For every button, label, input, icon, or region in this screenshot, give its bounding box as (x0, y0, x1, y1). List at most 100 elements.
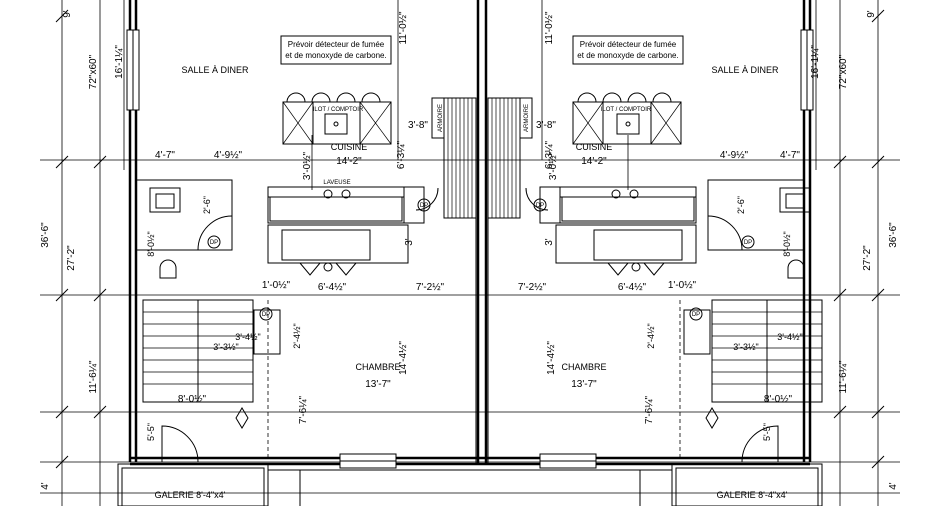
right-kitchen-label: CUISINE (576, 142, 613, 152)
right-dimension-labels: 9' 72"x60" 16'-1¼" 36'-6" 27'-2" 11'-6¼"… (518, 10, 899, 500)
left-diamond-mark (235, 407, 249, 429)
right-entry-door-swing (741, 425, 779, 463)
left-lower-depth: 11'-6¼" (87, 360, 99, 394)
right-lower-depth: 11'-6¼" (837, 360, 849, 394)
right-door-tag-2: DP (692, 312, 700, 318)
right-dining-depth: 16'-1¼" (809, 45, 821, 79)
right-unit: Prévoir détecteur de fumée et de monoxyd… (487, 10, 899, 500)
right-smoke-detector-note-box (572, 35, 684, 65)
left-dimension-labels: 9' 72"x60" 16'-1¼" 36'-6" 27'-2" 11'-6¼"… (40, 10, 445, 500)
left-bedroom-depth: 14'-4½" (398, 341, 409, 375)
right-dining-label: SALLE À DINER (711, 65, 779, 75)
right-bath-height: 8'-0½" (782, 231, 792, 256)
left-island: ILOT / COMPTOIR (282, 92, 392, 145)
left-bedroom-lower: 7'-6¼" (297, 395, 309, 424)
left-bath-right: 4'-9½" (214, 150, 243, 161)
right-closets (555, 224, 697, 276)
right-kitchen-width: 14'-2" (581, 156, 607, 167)
right-top-margin: 9' (866, 10, 877, 18)
left-dining-depth: 16'-1¼" (113, 45, 125, 79)
left-entry-door-swing (161, 425, 199, 463)
left-porch-depth: 4' (40, 482, 51, 490)
left-kitchen-width: 14'-2" (336, 156, 362, 167)
right-kitchen-counter (539, 186, 697, 224)
left-window-width: 72"x60" (88, 54, 99, 89)
right-bedroom-side: 2'-4½" (646, 323, 656, 348)
right-counter-gap: 3'-8" (536, 120, 556, 131)
left-entry-width: 8'-0½" (178, 394, 207, 405)
right-door-tags: DP DP DP (525, 187, 755, 321)
left-door-tag-1: DP (210, 240, 218, 246)
left-overall-depth: 36'-6" (40, 222, 51, 248)
left-island-label: ILOT / COMPTOIR (313, 107, 364, 113)
right-cabinet-label: ARMOIRE (524, 104, 530, 132)
dimension-grid (40, 0, 900, 506)
right-door-tag-1: DP (744, 240, 752, 246)
right-porch-label: GALERIE 8'-4"x4' (717, 490, 788, 500)
left-door-tag-2: DP (262, 312, 270, 318)
left-door-tags: DP DP DP (207, 187, 439, 321)
right-bedroom-width: 13'-7" (571, 379, 597, 390)
right-closet-gap: 3' (544, 238, 555, 246)
right-stair-depth: 6'-3¼" (543, 140, 555, 169)
left-top-margin: 9' (62, 10, 73, 18)
right-kitchen-offset: 3'-0½" (548, 151, 559, 180)
left-bedroom-side: 2'-4½" (292, 323, 302, 348)
left-note-line1: Prévoir détecteur de fumée (288, 40, 385, 49)
left-porch-label: GALERIE 8'-4"x4' (155, 490, 226, 500)
right-stair-a: 3'-4½" (777, 332, 802, 342)
right-note-line1: Prévoir détecteur de fumée (580, 40, 677, 49)
right-stair (487, 97, 533, 219)
left-bathroom (135, 179, 233, 279)
right-note-line2: et de monoxyde de carbone. (577, 51, 678, 60)
left-kitchen-counter: LAVEUSE (267, 180, 425, 224)
right-island-label: ILOT / COMPTOIR (601, 107, 652, 113)
left-main-depth: 27'-2" (66, 245, 77, 271)
right-entry-depth: 5'-5" (762, 423, 772, 441)
right-dining-dim: 11'-0½" (544, 11, 555, 45)
right-door-small: 1'-0½" (668, 280, 697, 291)
right-diamond-mark (705, 407, 719, 429)
left-stair-a: 3'-4½" (235, 332, 260, 342)
left-entry-stairs (142, 299, 281, 403)
left-bath-height: 8'-0½" (146, 231, 156, 256)
left-stair (431, 97, 477, 219)
left-bath-left: 4'-7" (155, 150, 175, 161)
right-bathroom (707, 179, 811, 279)
left-kitchen-label: CUISINE (331, 142, 368, 152)
right-hall-width: 7'-2½" (518, 282, 547, 293)
right-bedroom-lower: 7'-6¼" (643, 395, 655, 424)
left-note-line2: et de monoxyde de carbone. (285, 51, 386, 60)
right-main-depth: 27'-2" (862, 245, 873, 271)
left-counter-gap: 3'-8" (408, 120, 428, 131)
left-stair-b: 3'-3½" (213, 342, 238, 352)
right-bath-right: 4'-7" (780, 150, 800, 161)
right-closet-width: 6'-4½" (618, 282, 647, 293)
left-dining-label: SALLE À DINER (181, 65, 249, 75)
left-laundry-label: LAVEUSE (323, 180, 350, 186)
right-island: ILOT / COMPTOIR (572, 92, 682, 145)
right-overall-depth: 36'-6" (888, 222, 899, 248)
right-window-width: 72"x60" (838, 54, 849, 89)
right-stair-b: 3'-3½" (733, 342, 758, 352)
left-cabinet-label: ARMOIRE (438, 104, 444, 132)
left-door-small: 1'-0½" (262, 280, 291, 291)
right-entry-width: 8'-0½" (764, 394, 793, 405)
left-unit: Prévoir détecteur de fumée et de monoxyd… (40, 10, 477, 500)
left-entry-depth: 5'-5" (146, 423, 156, 441)
right-bath-left: 4'-9½" (720, 150, 749, 161)
left-stair-depth: 6'-3¼" (395, 140, 407, 169)
left-kitchen-offset: 3'-0½" (302, 151, 313, 180)
left-bath-depth: 2'-6" (202, 196, 212, 214)
left-bedroom-label: CHAMBRE (355, 362, 400, 372)
right-bedroom-label: CHAMBRE (561, 362, 606, 372)
left-smoke-detector-note-box (280, 35, 392, 65)
porch-area (117, 463, 823, 506)
right-door-tag-3: DP (536, 203, 544, 209)
right-porch-depth: 4' (888, 482, 899, 490)
left-bedroom-width: 13'-7" (365, 379, 391, 390)
left-dining-dim: 11'-0½" (398, 11, 409, 45)
left-closet-width: 6'-4½" (318, 282, 347, 293)
left-hall-width: 7'-2½" (416, 282, 445, 293)
